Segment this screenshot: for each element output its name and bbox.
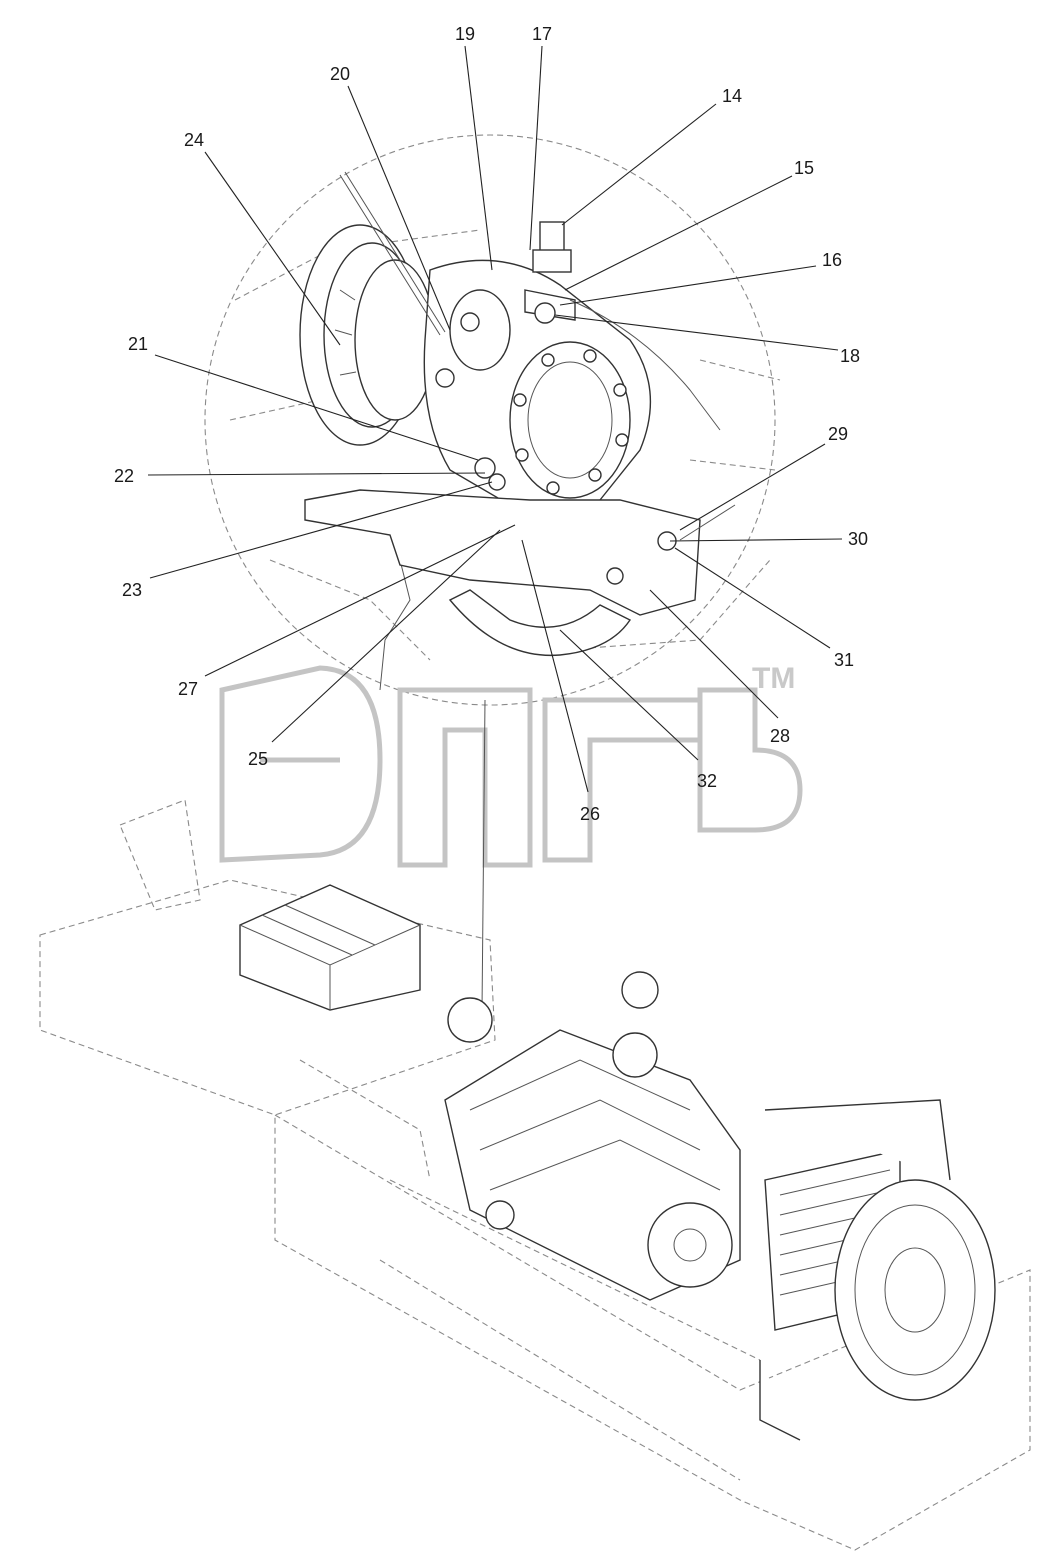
leader-20: [347, 85, 451, 331]
radiator-and-fan: [759, 1099, 996, 1441]
callout-28: 28: [770, 726, 790, 746]
detail-circle-outline: [204, 134, 776, 706]
callout-18: 18: [840, 346, 860, 366]
leader-22: [147, 472, 486, 476]
callout-25: 25: [248, 749, 268, 769]
leader-17: [529, 45, 543, 251]
mounting-bracket: [304, 489, 736, 616]
callout-14: 14: [722, 86, 742, 106]
callout-21: 21: [128, 334, 148, 354]
callout-labels: 19 17 20 14 15 16 18 24 21 22 23 29 30 3…: [114, 24, 868, 824]
detail-leader: [481, 699, 486, 1011]
callout-32: 32: [697, 771, 717, 791]
leader-16: [559, 265, 817, 306]
leader-23: [149, 481, 493, 579]
callout-23: 23: [122, 580, 142, 600]
engine-block: [444, 971, 741, 1301]
callout-leaders: [147, 45, 843, 793]
leader-21: [154, 354, 479, 461]
compressor-pulley: [299, 224, 436, 446]
leader-29: [679, 443, 826, 531]
callout-29: 29: [828, 424, 848, 444]
callout-20: 20: [330, 64, 350, 84]
machine-frame: [39, 799, 1031, 1551]
drive-belt: [448, 589, 632, 657]
callout-24: 24: [184, 130, 204, 150]
leader-19: [464, 45, 493, 271]
top-fittings: [524, 221, 721, 431]
leader-27: [204, 524, 516, 677]
leader-18: [554, 314, 839, 351]
leader-15: [564, 175, 793, 291]
callout-26: 26: [580, 804, 600, 824]
callout-31: 31: [834, 650, 854, 670]
callout-16: 16: [822, 250, 842, 270]
leader-28: [649, 589, 779, 719]
callout-15: 15: [794, 158, 814, 178]
leader-26: [521, 539, 589, 793]
leader-31: [674, 547, 831, 649]
leader-25: [271, 529, 501, 743]
leader-30: [669, 538, 843, 542]
callout-17: 17: [532, 24, 552, 44]
leader-32: [559, 629, 699, 761]
callout-19: 19: [455, 24, 475, 44]
compressor-body: [423, 259, 652, 513]
leader-14: [561, 103, 717, 226]
leader-24: [204, 151, 341, 346]
watermark-tm: TM: [752, 662, 795, 695]
watermark-logo: TM: [219, 662, 803, 868]
callout-22: 22: [114, 466, 134, 486]
callout-30: 30: [848, 529, 868, 549]
battery-box: [239, 884, 421, 1011]
callout-27: 27: [178, 679, 198, 699]
detail-view: [204, 134, 781, 706]
pipe-line: [339, 171, 446, 336]
